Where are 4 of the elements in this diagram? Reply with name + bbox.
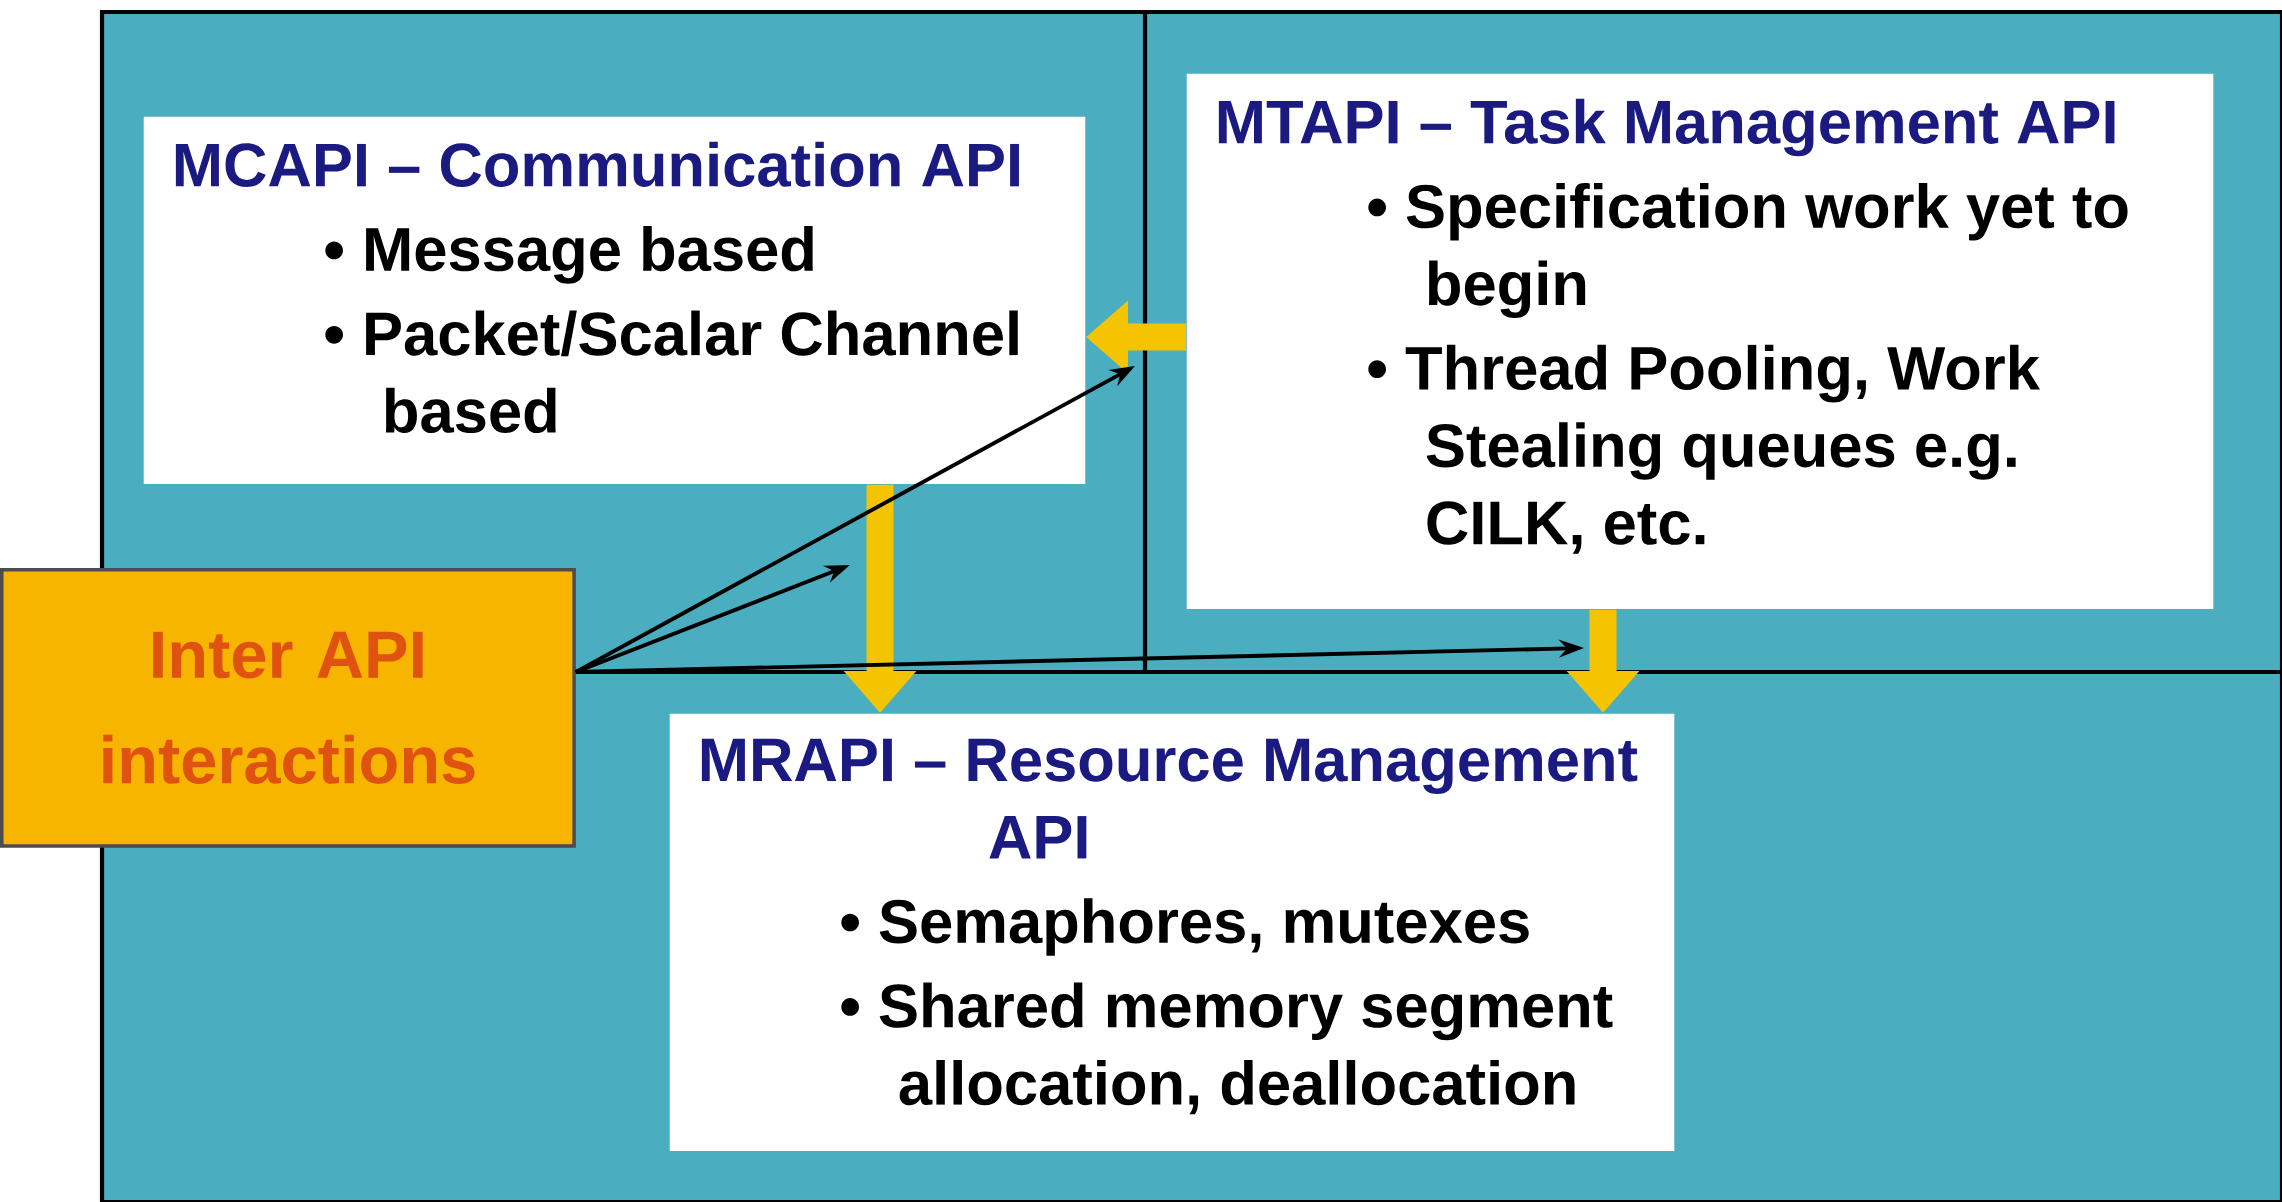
text-box: MRAPI – Resource Management API • Semaphores, mutexes • Shared memory segment allocation, deallocation — [669, 713, 1675, 1151]
text-box: MCAPI – Communication API • Message based • Packet/Scalar Channel based — [143, 116, 1086, 484]
text-box: MTAPI – Task Management API • Specification work yet to begin • Thread Pooling, Work Stealing queues e.g. CILK, etc. — [1186, 73, 2214, 610]
callout-box: Inter API interactions — [0, 568, 576, 848]
